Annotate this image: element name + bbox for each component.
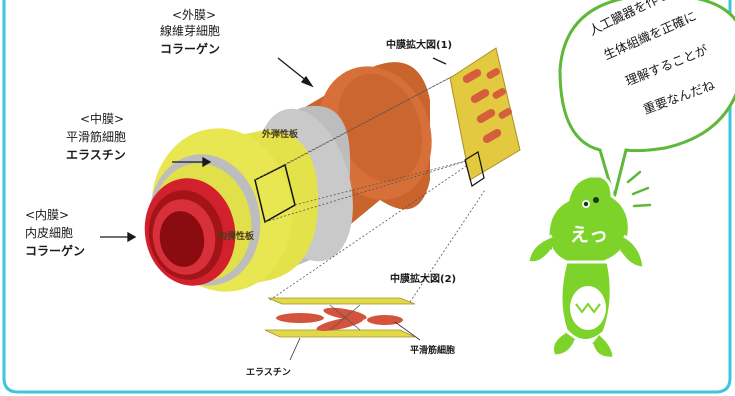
zoom-lines: [254, 74, 486, 303]
vessel-lumen: [159, 211, 205, 267]
outer-elastic-lamina-label: 外弾性板: [262, 130, 299, 140]
inner-layer-cells: 内皮細胞: [25, 226, 74, 240]
green-leaf-mascot-icon: [526, 170, 652, 360]
middle-layer-cells: 平滑筋細胞: [66, 130, 127, 144]
middle-layer-fiber: エラスチン: [66, 148, 126, 162]
zoom-1-title: 中膜拡大図(1): [386, 40, 453, 51]
outer-layer-fiber: コラーゲン: [160, 42, 221, 56]
speech-bubble: [558, 0, 735, 204]
outer-layer-cells: 線維芽細胞: [160, 24, 221, 38]
elastin-callout: エラスチン: [246, 368, 291, 378]
mascot-exclamation: えっ: [570, 224, 609, 246]
inner-layer-fiber: コラーゲン: [25, 244, 86, 258]
label-arrows: [100, 57, 447, 243]
middle-layer-heading: <中膜>: [80, 112, 125, 126]
zoom-panel-1: [449, 47, 521, 187]
zoom-panel-2: [264, 297, 421, 361]
inner-elastic-lamina-label: 内弾性板: [218, 232, 255, 242]
smooth-muscle-callout: 平滑筋細胞: [410, 346, 456, 356]
inner-layer-heading: <内膜>: [25, 208, 70, 222]
outer-layer-heading: <外膜>: [172, 8, 217, 22]
blood-vessel-diagram: [144, 62, 432, 292]
zoom-2-title: 中膜拡大図(2): [390, 274, 457, 285]
